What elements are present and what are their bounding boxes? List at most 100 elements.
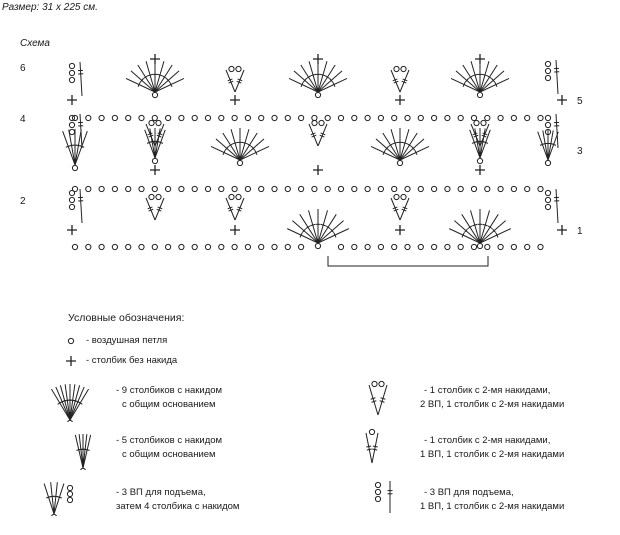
chain-circle-icon: [98, 185, 105, 193]
chain-circle-icon: [165, 185, 172, 193]
stitch-tick-marks: [487, 75, 492, 79]
stitch-tick-marks: [492, 228, 497, 233]
chain-circle-icon: [393, 65, 400, 73]
chain-circle-icon: [544, 114, 552, 122]
fan-5-icon: [62, 129, 88, 172]
chain-circle-icon: [368, 428, 376, 436]
legend-text-td-2: 1 ВП, 1 столбик с 2-мя накидами: [420, 501, 565, 512]
turn-chain-icon: [68, 61, 84, 97]
stitch-tick-marks: [407, 143, 412, 147]
stitch-tick-marks: [247, 143, 252, 147]
chain-circle-icon: [284, 185, 291, 193]
chain-circle-icon: [111, 243, 119, 251]
chain-circle-icon: [544, 203, 552, 211]
chain-circle-icon: [396, 159, 404, 167]
plus-icon: [66, 356, 76, 366]
stitch-tick-marks: [77, 196, 84, 202]
plus-icon: [395, 225, 405, 235]
chain-circle-icon: [204, 243, 212, 251]
chain-circle-icon: [231, 243, 238, 251]
row-label-3: 3: [577, 146, 583, 157]
stitch-tick-marks: [382, 150, 386, 156]
fan-9-icon: [370, 128, 430, 167]
chain-circle-icon: [71, 185, 79, 193]
stitch-tick-marks: [482, 223, 488, 227]
chain-circle-icon: [231, 114, 238, 122]
chain-circle-icon: [364, 185, 371, 193]
stitch-tick-marks: [553, 67, 560, 73]
legend-text-v2-1: - 1 столбик с 2-мя накидами,: [424, 385, 551, 396]
stitch-tick-marks: [366, 445, 372, 451]
chain-circle-icon: [524, 114, 531, 122]
chain-circle-icon: [298, 185, 305, 193]
chain-circle-icon: [138, 243, 145, 251]
chain-circle-icon: [148, 193, 155, 201]
legend-text-v1-2: 1 ВП, 1 столбик с 2-мя накидами: [420, 449, 565, 460]
chain-circle-icon: [66, 490, 74, 498]
chain-circle-icon: [537, 243, 544, 251]
fan-9-icon: [448, 209, 512, 250]
stitch-tick-marks: [553, 121, 560, 127]
legend-text-turnfan-2: затем 4 столбика с накидом: [116, 501, 240, 512]
stitch-tick-marks: [305, 225, 311, 229]
chain-circle-icon: [484, 185, 491, 193]
chain-circle-icon: [236, 159, 244, 167]
chain-stitches: [71, 114, 544, 251]
chain-circle-icon: [178, 243, 185, 251]
chain-circle-icon: [68, 203, 76, 211]
legend-text-fan9-1: - 9 столбиков с накидом: [116, 385, 223, 396]
chain-circle-icon: [68, 69, 76, 77]
stitch-tick-marks: [232, 141, 238, 145]
stitch-tick-marks: [392, 206, 399, 212]
stitch-tick-marks: [553, 196, 560, 202]
stitch-tick-marks: [166, 78, 171, 83]
stitch-tick-marks: [236, 78, 243, 84]
fan-9-icon: [125, 60, 185, 99]
chain-circle-icon: [138, 114, 145, 122]
stitch-tick-marks: [461, 232, 465, 238]
chain-circle-icon: [228, 65, 235, 73]
chain-circle-icon: [417, 114, 424, 122]
chain-circle-icon: [544, 159, 552, 167]
chain-circle-icon: [151, 114, 158, 122]
chain-circle-icon: [125, 114, 132, 122]
stitch-tick-marks: [158, 141, 164, 144]
fan-9-icon: [51, 384, 89, 422]
stitch-tick-marks: [222, 150, 226, 156]
chain-circle-icon: [151, 91, 159, 99]
chain-circle-icon: [111, 114, 119, 122]
plus-icon: [313, 165, 323, 175]
stitch-tick-marks: [372, 445, 378, 451]
stitch-tick-marks: [236, 206, 243, 212]
stitch-tick-marks: [310, 73, 316, 77]
plus-icon: [230, 225, 240, 235]
chain-circle-icon: [351, 243, 358, 251]
stitch-tick-marks: [227, 78, 234, 84]
legend-text-sc: - столбик без накида: [86, 355, 178, 366]
stitch-tick-marks: [56, 496, 62, 499]
scheme-label: Схема: [20, 38, 50, 49]
fan-9-icon: [288, 60, 348, 99]
chain-circle-icon: [497, 243, 504, 251]
chain-circle-icon: [138, 185, 145, 193]
chain-circle-icon: [457, 114, 464, 122]
chain-circle-icon: [311, 185, 318, 193]
chain-circle-icon: [324, 185, 331, 193]
chain-circle-icon: [311, 114, 318, 122]
chain-circle-icon: [68, 62, 76, 70]
chain-circle-icon: [497, 185, 504, 193]
stitch-tick-marks: [463, 228, 468, 233]
legend-v-lines: [365, 428, 379, 464]
v-stitch-icon: [225, 65, 245, 93]
stitch-tick-marks: [156, 132, 163, 138]
stitch-tick-marks: [254, 150, 258, 156]
stitch-tick-marks: [77, 401, 83, 405]
shell-stitches: [62, 60, 559, 250]
chain-circle-icon: [444, 114, 451, 122]
chain-circle-icon: [351, 185, 358, 193]
chain-circle-icon: [244, 114, 251, 122]
chain-circle-icon: [444, 185, 451, 193]
chain-circle-icon: [98, 114, 105, 122]
stitch-tick-marks: [472, 73, 478, 77]
stitch-tick-marks: [139, 78, 144, 83]
